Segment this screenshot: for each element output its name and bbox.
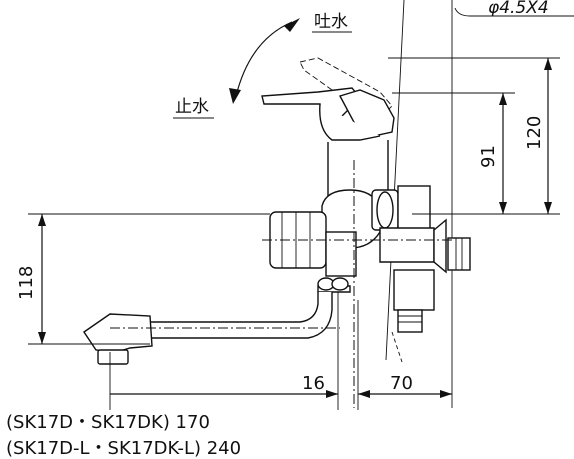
wall-lines (385, 0, 574, 408)
rotation-arrow (229, 18, 300, 104)
handle-lever (261, 87, 395, 141)
handle-open-dashed (299, 57, 393, 119)
model-line-1: (SK17D・SK17DK) 170 (6, 412, 210, 433)
dimension-bottom (109, 292, 452, 410)
spout-pipe (83, 277, 351, 365)
inlet-fitting (379, 218, 471, 363)
center-lines (110, 160, 452, 408)
label-top-note: φ4.5X4 (488, 0, 549, 18)
dim-91: 91 (478, 145, 499, 168)
model-line-2: (SK17D-L・SK17DK-L) 240 (6, 438, 241, 459)
label-spout-off: 止水 (175, 97, 209, 117)
dim-120: 120 (524, 116, 545, 150)
dim-118: 118 (16, 266, 37, 300)
label-spout-on: 吐水 (314, 12, 348, 32)
dimension-depth (28, 213, 270, 345)
dim-70: 70 (390, 373, 413, 394)
dim-16: 16 (302, 373, 325, 394)
dimension-height (388, 57, 560, 215)
